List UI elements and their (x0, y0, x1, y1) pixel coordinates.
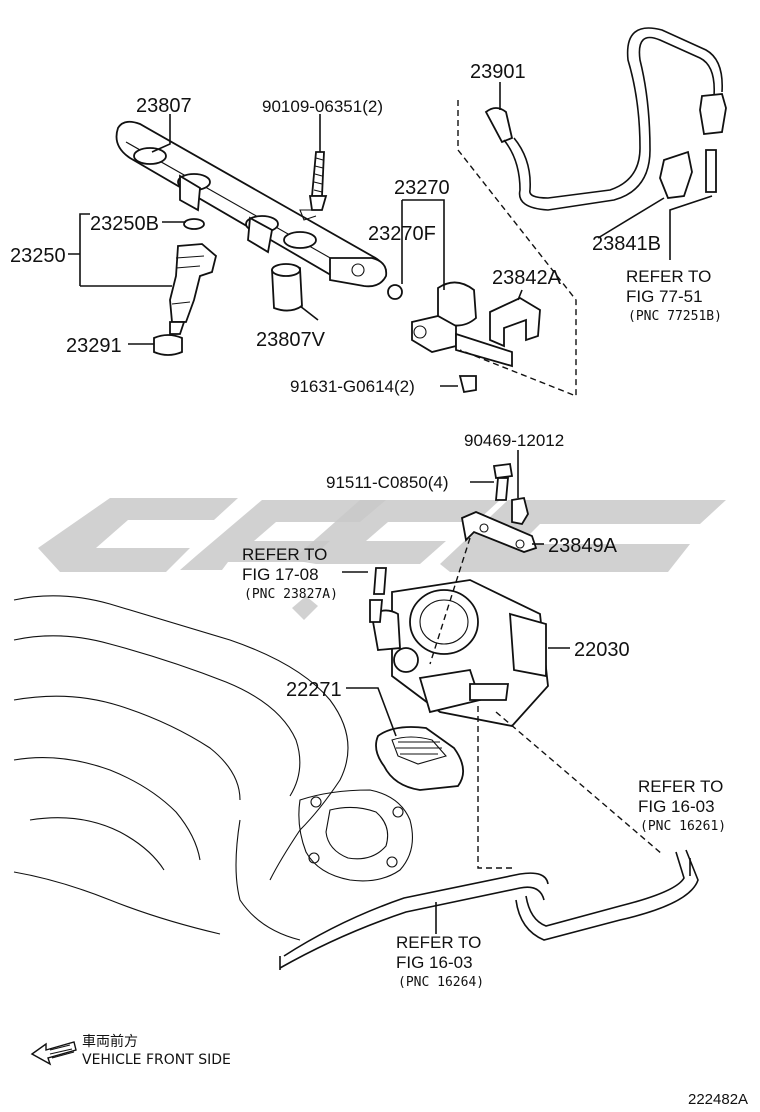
label-90109: 90109-06351(2) (262, 97, 383, 116)
legend-jp: 車両前方 (82, 1033, 138, 1050)
hose-16261 (515, 849, 699, 941)
label-23901: 23901 (470, 61, 526, 83)
bolt-90109 (299, 151, 328, 221)
label-91631: 91631-G0614(2) (290, 377, 415, 396)
bracket-hole (479, 523, 489, 533)
throttle-body-22030 (371, 579, 549, 727)
label-23270f: 23270F (368, 223, 436, 245)
bolt-91511 (492, 462, 514, 501)
ref-17-08-pnc: (PNC 23827A) (244, 587, 338, 602)
clip-90469 (511, 496, 529, 526)
ref-16-03a-line2: FIG 16-03 (638, 797, 715, 816)
label-90469: 90469-12012 (464, 431, 564, 450)
ref-fig-16-03-a: REFER TO FIG 16-03 (PNC 16261) (638, 777, 726, 834)
ref-77-51-line1: REFER TO (626, 267, 711, 286)
dashed-group-frame (457, 100, 577, 398)
o-ring-23270f (387, 284, 403, 300)
ref-16-03b-line1: REFER TO (396, 933, 481, 952)
label-23291: 23291 (66, 335, 122, 357)
ref-16-03b-pnc: (PNC 16264) (398, 975, 484, 990)
label-23250: 23250 (10, 245, 66, 267)
bracket-hole-2 (515, 539, 525, 549)
label-23841b: 23841B (592, 233, 661, 255)
label-23250b: 23250B (90, 213, 159, 235)
fuel-pressure-regulator-23270 (411, 281, 513, 394)
insulator-23807v (271, 263, 303, 312)
label-23842a: 23842A (492, 267, 562, 289)
label-23807v: 23807V (256, 329, 326, 351)
ref-16-03a-pnc: (PNC 16261) (640, 819, 726, 834)
ref-16-03b-line2: FIG 16-03 (396, 953, 473, 972)
label-23807: 23807 (136, 95, 192, 117)
dashed-connector-bracket (429, 537, 471, 665)
fuel-hose-23901 (484, 27, 727, 211)
intake-manifold (13, 595, 413, 941)
ref-fig-17-08: REFER TO FIG 17-08 (PNC 23827A) (242, 545, 338, 602)
hose-16264 (279, 872, 549, 970)
fuel-injector-23250 (169, 243, 218, 335)
ref-17-08-line1: REFER TO (242, 545, 327, 564)
diagram-code: 222482A (688, 1091, 748, 1108)
fuel-delivery-pipe (115, 120, 388, 288)
dashed-connector-hose (495, 711, 663, 855)
legend-en: VEHICLE FRONT SIDE (82, 1052, 231, 1068)
ref-fig-16-03-b: REFER TO FIG 16-03 (PNC 16264) (396, 933, 484, 990)
o-ring-23250b (183, 218, 205, 230)
clip-23841b (659, 149, 717, 199)
ref-77-51-line2: FIG 77-51 (626, 287, 703, 306)
clamp-23842a (489, 296, 541, 348)
cushion-23291 (153, 334, 183, 356)
label-23270: 23270 (394, 177, 450, 199)
bracket-23849a (460, 511, 538, 553)
gasket-22271 (375, 726, 464, 791)
label-22030: 22030 (574, 639, 630, 661)
ref-16-03a-line1: REFER TO (638, 777, 723, 796)
watermark-logo (38, 498, 726, 620)
ref-77-51-pnc: (PNC 77251B) (628, 309, 722, 324)
ref-fig-77-51: REFER TO FIG 77-51 (PNC 77251B) (626, 267, 722, 324)
dashed-connector-throttle (477, 706, 512, 869)
ref-17-08-line2: FIG 17-08 (242, 565, 319, 584)
leader-lines (68, 82, 713, 934)
label-91511: 91511-C0850(4) (326, 473, 449, 492)
vehicle-front-legend: 車両前方 VEHICLE FRONT SIDE (30, 1033, 231, 1068)
hose-23827a-lower (369, 599, 383, 623)
hose-23827a (373, 567, 387, 595)
label-23849a: 23849A (548, 535, 618, 557)
label-22271: 22271 (286, 679, 342, 701)
